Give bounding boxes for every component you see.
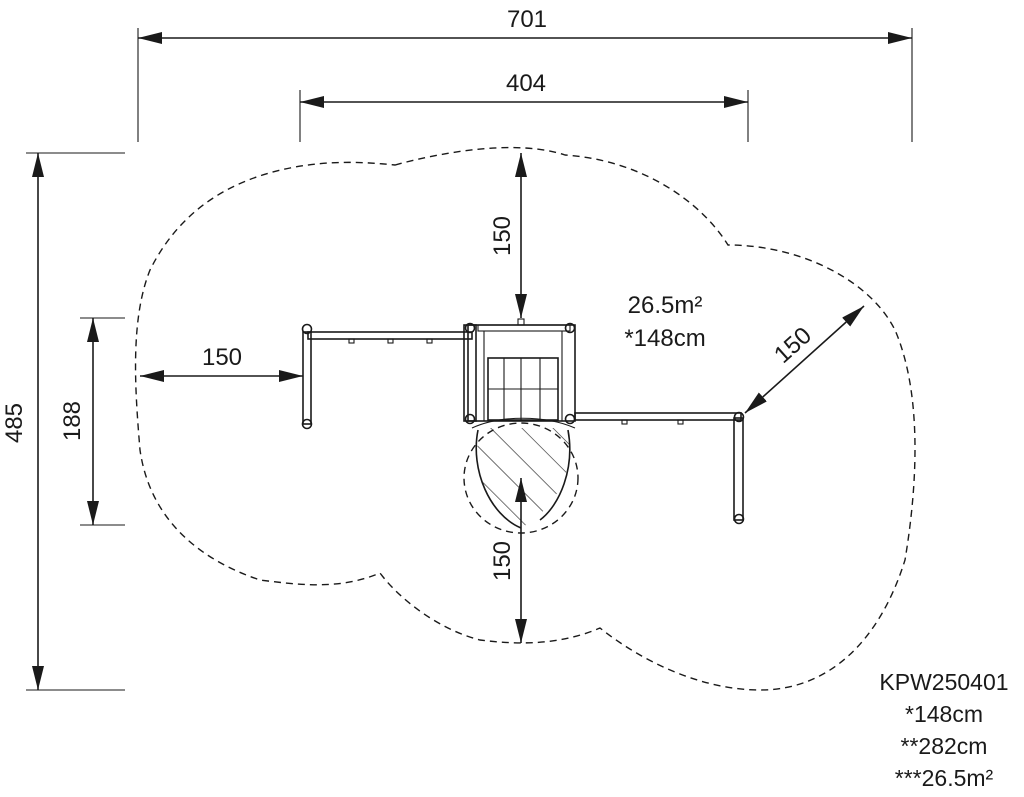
dimension-left-clearance: 150 — [140, 344, 303, 382]
dimension-total-width: 701 — [138, 6, 912, 44]
dim-label-total-height: 485 — [1, 403, 28, 443]
dim-label-side-height: 188 — [59, 401, 86, 441]
platform-height-value: *148cm — [624, 325, 705, 352]
dimension-total-height: 485 — [1, 153, 45, 690]
info-area: ***26.5m² — [895, 765, 994, 791]
dimension-diagonal-clearance: 150 — [744, 305, 865, 414]
dimension-top-clearance: 150 — [489, 153, 527, 318]
info-fall-height: **282cm — [901, 733, 988, 759]
dimension-side-height: 188 — [59, 318, 99, 525]
info-height: *148cm — [905, 701, 983, 727]
dim-label-inner-width: 404 — [506, 70, 546, 97]
dim-label-total-width: 701 — [507, 6, 547, 33]
safety-zone-outline — [134, 146, 916, 691]
dim-label-left-clearance: 150 — [202, 344, 242, 371]
area-value: 26.5m² — [628, 292, 703, 319]
info-block: KPW250401 *148cm **282cm ***26.5m² — [879, 669, 1008, 791]
dim-label-top-clearance: 150 — [489, 216, 516, 256]
dim-label-bottom-clearance: 150 — [489, 541, 516, 581]
dim-label-diagonal-clearance: 150 — [769, 322, 817, 369]
slide — [463, 417, 579, 534]
dimension-inner-width: 404 — [300, 70, 748, 108]
left-beam — [301, 323, 473, 430]
product-code: KPW250401 — [879, 669, 1008, 695]
right-beam — [574, 411, 745, 525]
central-tower — [463, 318, 576, 425]
